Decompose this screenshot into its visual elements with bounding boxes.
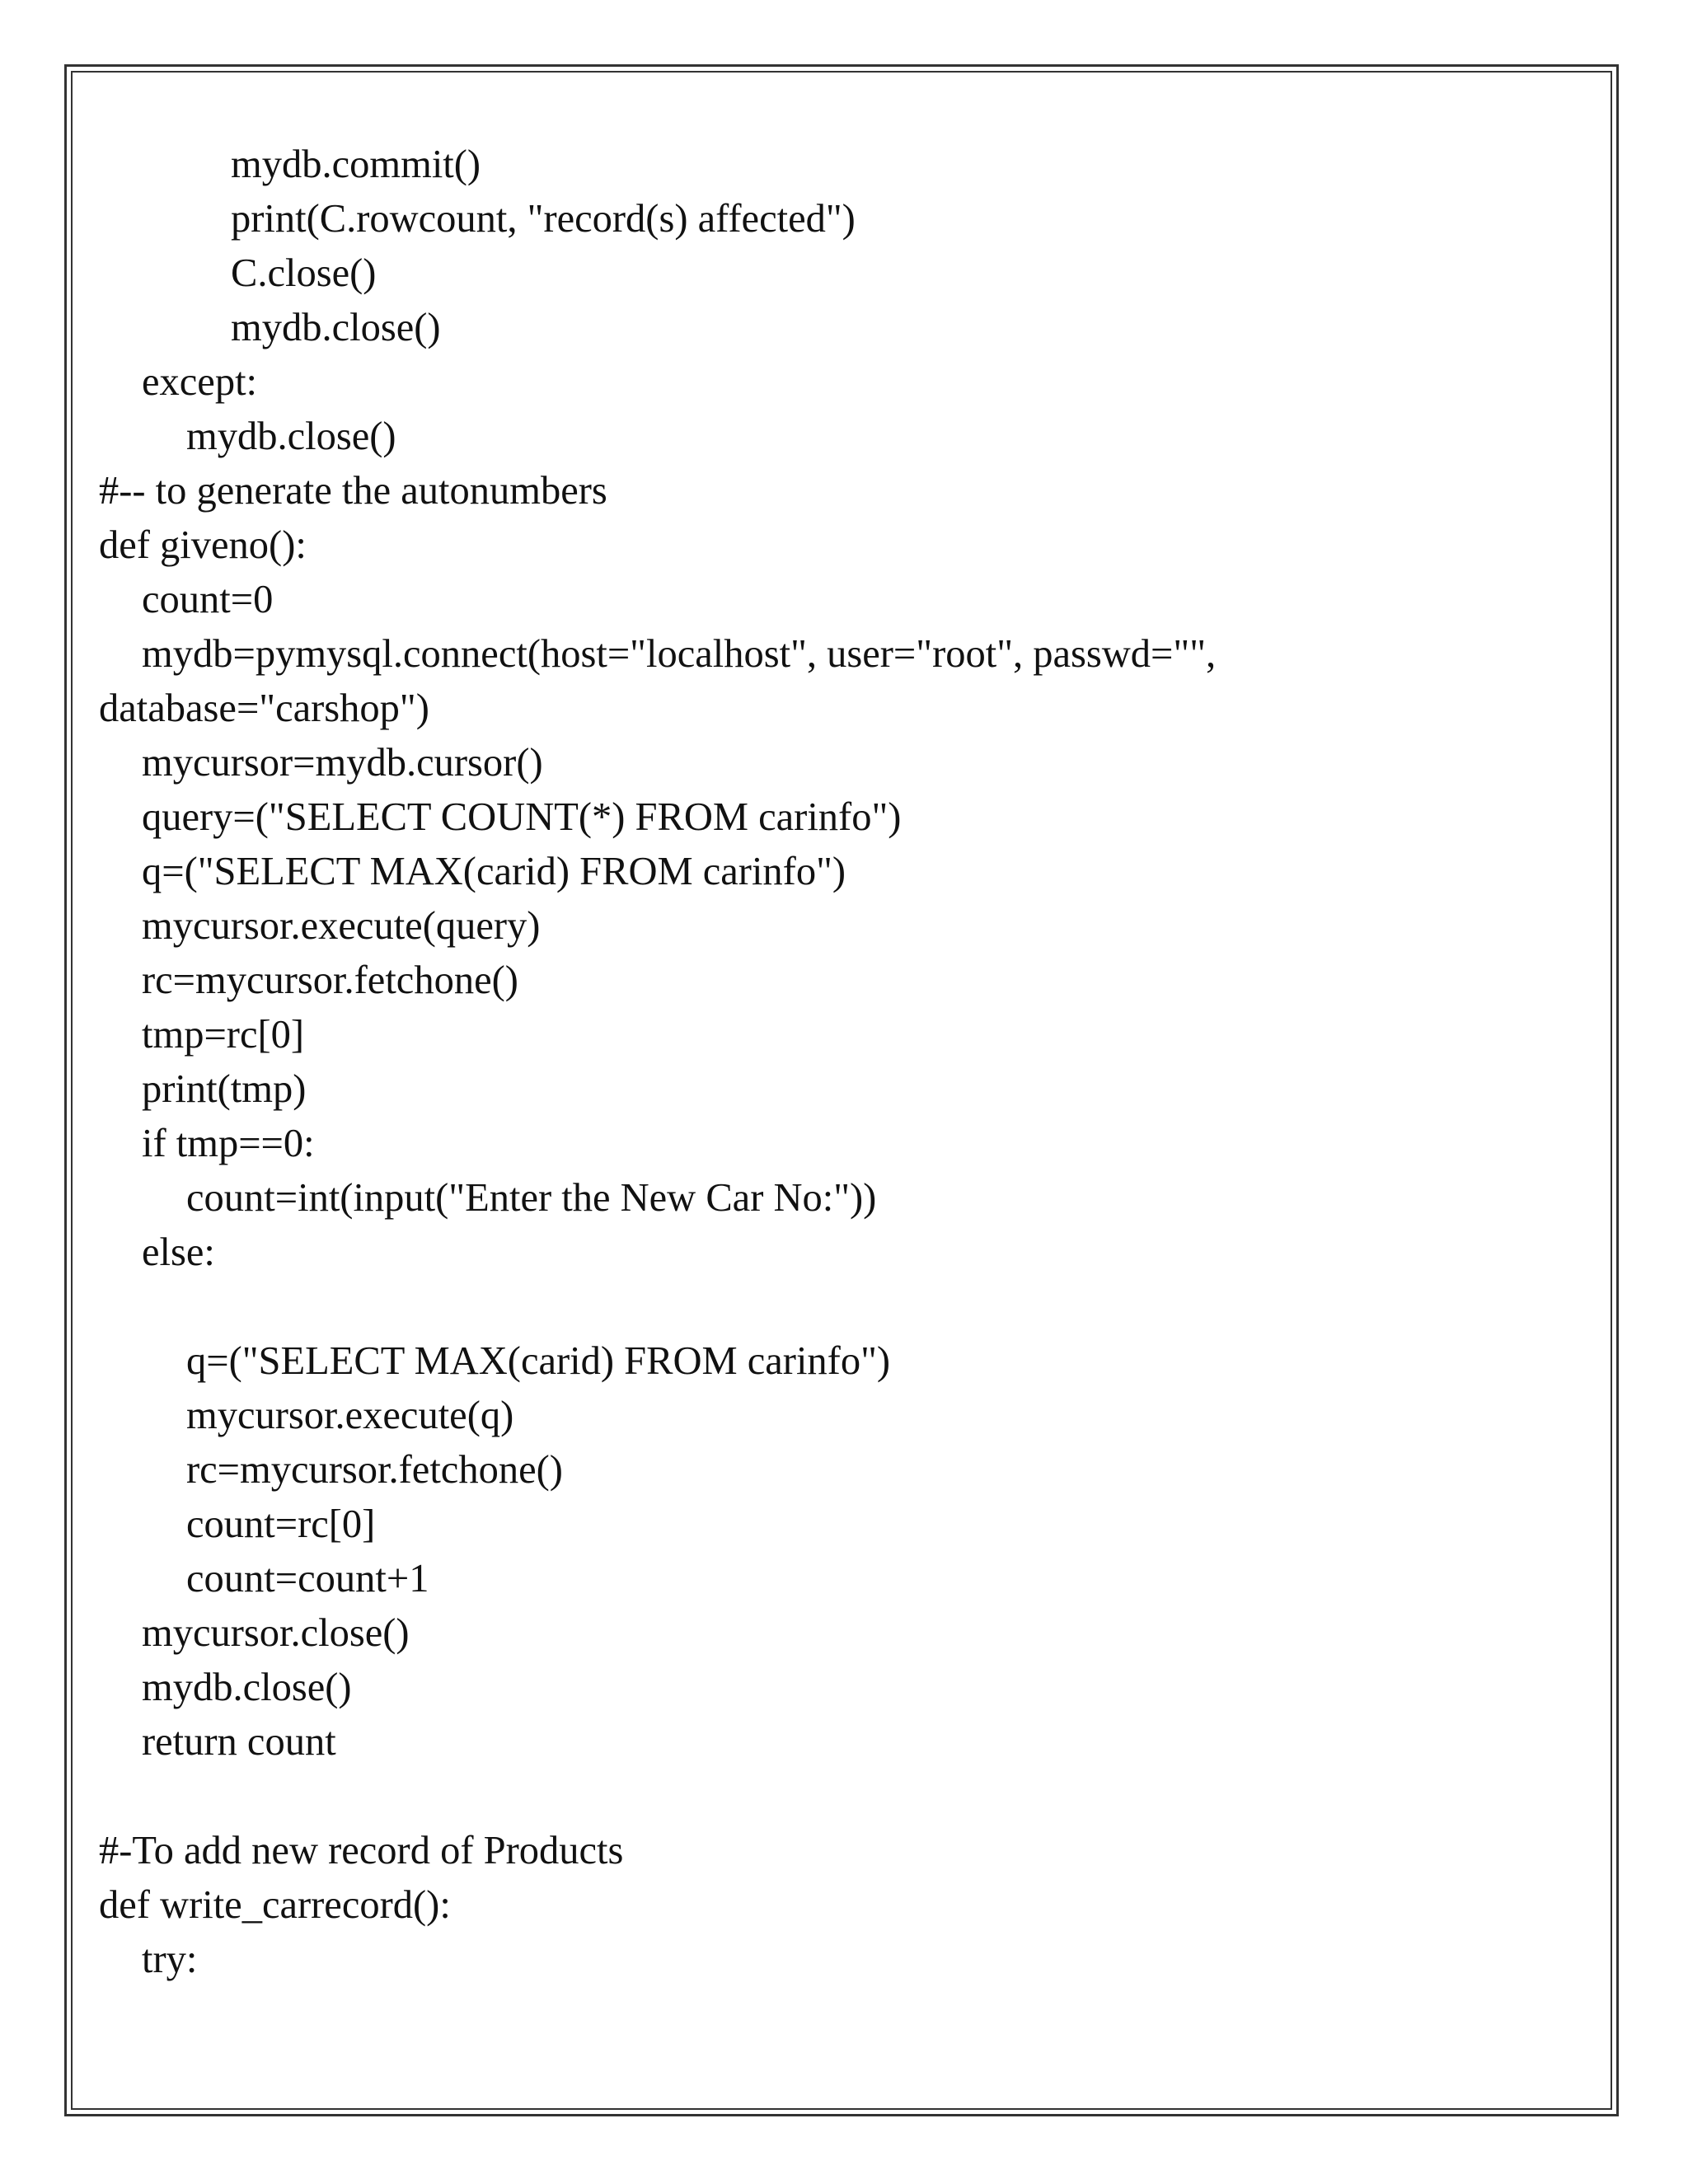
code-line: print(C.rowcount, "record(s) affected")	[231, 197, 856, 241]
code-line: else:	[142, 1230, 215, 1274]
code-line: mycursor=mydb.cursor()	[142, 741, 543, 785]
code-line: except:	[142, 360, 258, 404]
code-line: mycursor.close()	[142, 1611, 410, 1655]
code-line: try:	[142, 1938, 198, 1981]
page-border-inner	[71, 71, 1612, 2110]
code-line: def giveno():	[99, 523, 307, 567]
code-line: mydb.close()	[186, 415, 396, 458]
code-line: #-To add new record of Products	[99, 1829, 624, 1872]
code-line: mydb=pymysql.connect(host="localhost", u…	[142, 632, 1217, 676]
code-line: mydb.close()	[142, 1666, 352, 1709]
code-line: return count	[142, 1720, 336, 1764]
code-line: C.close()	[231, 251, 377, 295]
code-line: q=("SELECT MAX(carid) FROM carinfo")	[142, 850, 846, 893]
code-line: def write_carrecord():	[99, 1883, 451, 1927]
code-line: count=0	[142, 578, 274, 621]
code-line: mydb.commit()	[231, 143, 481, 186]
code-line: print(tmp)	[142, 1067, 307, 1111]
code-line: rc=mycursor.fetchone()	[142, 958, 518, 1002]
code-line: mycursor.execute(query)	[142, 904, 541, 948]
code-line: query=("SELECT COUNT(*) FROM carinfo")	[142, 795, 902, 839]
code-line: if tmp==0:	[142, 1122, 315, 1165]
code-line: count=int(input("Enter the New Car No:")…	[186, 1176, 877, 1220]
code-line: count=count+1	[186, 1557, 429, 1601]
code-line: database="carshop")	[99, 687, 429, 730]
code-line: q=("SELECT MAX(carid) FROM carinfo")	[186, 1339, 891, 1383]
code-line: tmp=rc[0]	[142, 1013, 305, 1057]
page-border-outer	[64, 64, 1619, 2116]
code-line: mycursor.execute(q)	[186, 1394, 514, 1437]
code-line: count=rc[0]	[186, 1502, 376, 1546]
code-line: mydb.close()	[231, 306, 441, 349]
code-line: rc=mycursor.fetchone()	[186, 1448, 563, 1492]
code-line: #-- to generate the autonumbers	[99, 469, 607, 513]
